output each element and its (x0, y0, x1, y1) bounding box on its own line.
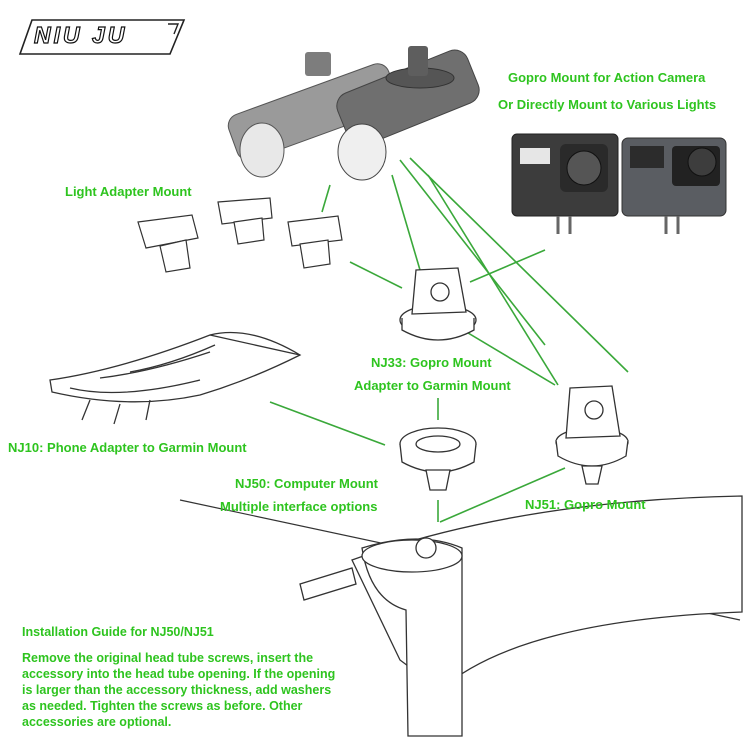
nj50-label-line2: Multiple interface options (220, 499, 378, 514)
brand-logo (18, 18, 186, 56)
installation-guide-body: Remove the original head tube screws, in… (22, 650, 335, 730)
action-cameras-image (511, 133, 727, 234)
gopro-action-label-line1: Gopro Mount for Action Camera (508, 70, 706, 85)
gopro-action-label-line2: Or Directly Mount to Various Lights (498, 97, 717, 112)
nj50-label-line1: NJ50: Computer Mount (235, 476, 378, 491)
nj51-mount-drawing (555, 385, 629, 485)
nj33-label-line1: NJ33: Gopro Mount (371, 355, 492, 370)
light-adapter-mounts (137, 197, 343, 273)
logo-frame-icon (18, 19, 186, 55)
installation-guide-line: Remove the original head tube screws, in… (22, 651, 314, 665)
nj33-mount-drawing (399, 267, 477, 341)
light-adapter-label: Light Adapter Mount (65, 184, 192, 199)
brand-logo-text: NIU JU (33, 21, 128, 48)
installation-guide-line: as needed. Tighten the screws as before.… (22, 699, 303, 713)
bike-frame-drawing (179, 495, 743, 737)
nj50-mount-drawing (399, 427, 477, 491)
bike-lights-image (227, 46, 480, 181)
installation-guide-line: accessories are optional. (22, 715, 172, 729)
nj10-phone-adapter-drawing (49, 331, 302, 425)
installation-guide-line: accessory into the head tube opening. If… (22, 667, 336, 681)
installation-guide-line: is larger than the accessory thickness, … (22, 683, 332, 697)
nj10-label: NJ10: Phone Adapter to Garmin Mount (8, 440, 247, 455)
connector-lines (269, 157, 629, 523)
nj33-label-line2: Adapter to Garmin Mount (354, 378, 511, 393)
nj51-label: NJ51: Gopro Mount (525, 497, 646, 512)
installation-guide-title: Installation Guide for NJ50/NJ51 (22, 625, 214, 639)
